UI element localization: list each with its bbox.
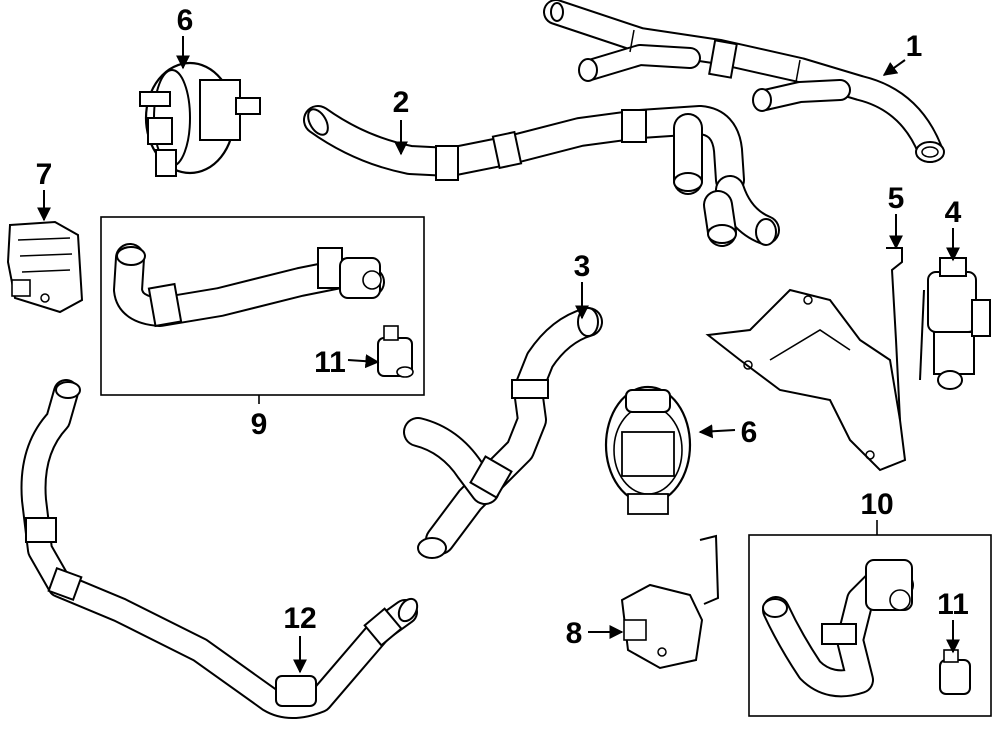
part-3-hose bbox=[403, 307, 603, 559]
callout-11-right: 11 bbox=[937, 588, 969, 621]
arrow-6b bbox=[698, 424, 736, 439]
callout-12: 12 bbox=[283, 602, 316, 635]
part-2-heater-hose bbox=[303, 105, 780, 247]
callout-10: 10 bbox=[860, 488, 893, 521]
part-12-coolant-pipe bbox=[20, 379, 419, 719]
part-11-clip-left bbox=[377, 325, 414, 378]
callout-4: 4 bbox=[945, 196, 962, 229]
box-10 bbox=[748, 534, 992, 717]
part-8-bracket bbox=[620, 534, 720, 670]
arrow-1 bbox=[882, 59, 906, 76]
callout-8: 8 bbox=[566, 617, 583, 650]
callout-11-left: 11 bbox=[314, 346, 346, 379]
arrow-11a bbox=[347, 354, 380, 369]
part-10-hose bbox=[762, 559, 914, 698]
callout-9: 9 bbox=[251, 408, 268, 441]
callout-arrows bbox=[37, 36, 960, 674]
callout-6-top: 6 bbox=[177, 4, 194, 37]
part-4-valve bbox=[919, 257, 991, 390]
callout-6-middle: 6 bbox=[741, 416, 758, 449]
callout-5: 5 bbox=[888, 182, 905, 215]
callout-7: 7 bbox=[36, 158, 53, 191]
part-9-hose bbox=[113, 243, 385, 328]
callout-2: 2 bbox=[393, 86, 410, 119]
callout-3: 3 bbox=[574, 250, 591, 283]
part-6-water-pump-middle bbox=[604, 385, 692, 515]
callout-1: 1 bbox=[906, 30, 923, 63]
part-6-water-pump-top bbox=[139, 61, 261, 177]
callout-labels: 1 2 3 4 5 6 6 7 8 9 10 11 11 12 bbox=[36, 4, 969, 650]
part-7-bracket bbox=[6, 220, 84, 314]
part-1-hose-assembly bbox=[543, 0, 945, 163]
box-9 bbox=[100, 216, 425, 396]
part-11-clip-right bbox=[939, 649, 971, 695]
part-5-bracket bbox=[705, 247, 907, 472]
